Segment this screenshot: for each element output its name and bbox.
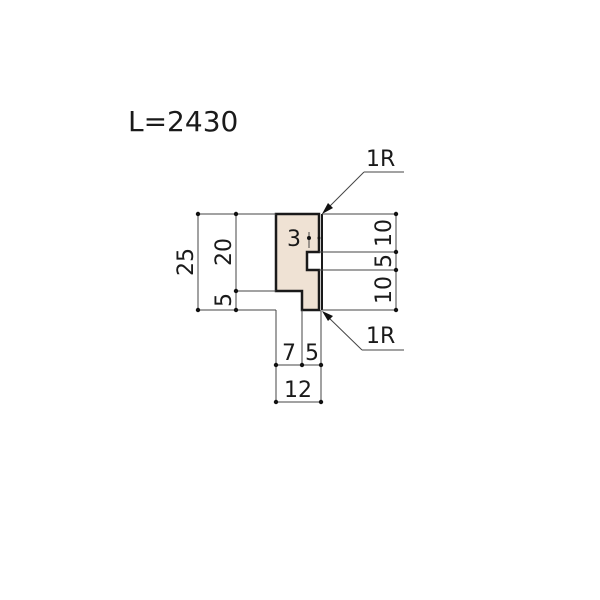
bottom-dimension-lines <box>273 310 324 405</box>
length-title: L=2430 <box>128 105 238 138</box>
dim-lower-step: 5 <box>212 293 237 307</box>
dim-total-width: 12 <box>284 378 312 403</box>
left-dimension-lines <box>195 211 276 313</box>
dim-groove-width: 5 <box>372 254 397 268</box>
dim-total-height: 25 <box>174 248 199 276</box>
bottom-radius-label: 1R <box>366 324 395 349</box>
dim-upper-height: 20 <box>212 238 237 266</box>
top-radius-callout: 1R <box>322 147 404 214</box>
dim-groove-depth: 3 <box>287 227 301 252</box>
right-dimension-lines <box>319 211 399 313</box>
dim-right-bottom: 10 <box>372 276 397 304</box>
groove-depth-marker <box>307 232 321 248</box>
dim-right-top: 10 <box>372 219 397 247</box>
top-radius-label: 1R <box>366 147 395 172</box>
bottom-radius-callout: 1R <box>322 311 404 351</box>
dim-bottom-left: 7 <box>282 341 296 366</box>
dim-bottom-right: 5 <box>305 341 319 366</box>
